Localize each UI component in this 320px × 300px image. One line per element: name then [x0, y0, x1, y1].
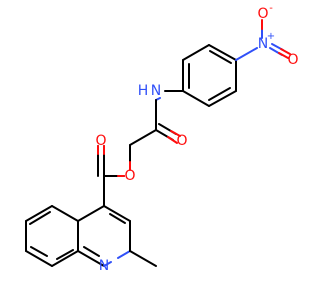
ester-oxygen-single-label: O [124, 168, 135, 184]
bond-q9 [83, 246, 100, 257]
bond-ring1-c [208, 90, 237, 107]
nitro-oxygen-top-label: O [257, 6, 268, 22]
bond-carbonyl-to-ch2 [129, 129, 157, 146]
bond-ring1-a [208, 44, 237, 61]
bond-nitro-right-double-red [280, 48, 291, 55]
bond-q8 [109, 213, 126, 224]
bond-ring1-d [182, 90, 210, 107]
bond-q1 [77, 205, 105, 222]
bond-q11 [25, 205, 53, 222]
amide-group: N H O [129, 83, 188, 149]
quinoline-nitrogen-label: N [99, 258, 109, 274]
bond-q16 [30, 246, 48, 257]
bond-amide-carbonyl-o-double-red [170, 130, 181, 137]
bond-q15 [29, 211, 51, 225]
quinoline-ring-system: N [25, 205, 157, 274]
amide-oxygen-label: O [176, 133, 187, 149]
bond-ring-to-nitro [235, 47, 258, 61]
ester-linker: O O [95, 133, 136, 207]
bond-q3 [77, 250, 105, 267]
bond-q7 [103, 205, 131, 222]
bond-ring1-inner-2 [208, 87, 231, 101]
amide-hydrogen-label: H [138, 83, 149, 99]
ester-oxygen-double-label: O [95, 133, 106, 149]
bond-q13 [25, 250, 53, 267]
bond-amide-carbonyl-o-red [167, 136, 178, 144]
bond-q14 [51, 250, 79, 267]
bond-ring1-inner-1 [209, 50, 232, 64]
nitro-minus-sign: - [269, 3, 273, 14]
bond-q4 [103, 261, 112, 267]
nitro-plus-sign: + [267, 31, 275, 42]
nitro-oxygen-right-label: O [287, 52, 298, 68]
molecule-diagram: N + O - O N H O [25, 3, 299, 274]
amide-nitrogen-label: N [151, 83, 161, 99]
structure-svg: N + O - O N H O [25, 3, 299, 274]
bond-q10 [51, 205, 79, 222]
bond-ring1-f [182, 44, 210, 61]
bond-nitro-right-red [278, 52, 289, 59]
nitrophenyl-ring [182, 44, 237, 107]
bond-q17 [56, 249, 74, 260]
bond-methyl [129, 250, 157, 267]
nitro-nitrogen-label: N [258, 36, 268, 52]
nitro-group: N + O - O [235, 3, 299, 68]
bond-q5 [117, 250, 131, 259]
